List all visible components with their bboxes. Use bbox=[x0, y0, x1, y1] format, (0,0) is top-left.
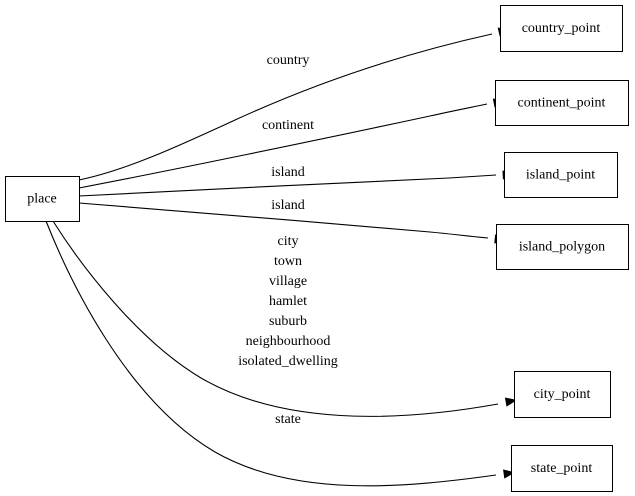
edge-labels-group: country continent island island city town vill… bbox=[238, 53, 338, 427]
edge-label-line: suburb bbox=[269, 314, 307, 329]
edge-label-place-to-island_polygon: island bbox=[271, 198, 304, 213]
edge-line bbox=[78, 103, 488, 189]
node-box[interactable] bbox=[503, 151, 619, 199]
node-box[interactable] bbox=[495, 223, 630, 271]
edge-place-to-city_point bbox=[52, 220, 518, 417]
edge-label-line: isolated_dwelling bbox=[238, 354, 338, 369]
node-box[interactable] bbox=[499, 4, 624, 53]
edge-label-line: island bbox=[271, 165, 304, 180]
edge-label-place-to-state_point: state bbox=[275, 412, 301, 427]
node-place[interactable]: place bbox=[4, 175, 81, 223]
edge-label-place-to-country_point: country bbox=[267, 53, 310, 68]
node-label: country_point bbox=[522, 21, 601, 36]
edge-label-line: island bbox=[271, 198, 304, 213]
edge-label-line: neighbourhood bbox=[246, 334, 331, 349]
edge-label-line: state bbox=[275, 412, 301, 427]
edge-label-line: city bbox=[278, 234, 299, 249]
edge-place-to-country_point bbox=[78, 27, 511, 181]
node-label: state_point bbox=[531, 461, 593, 476]
node-island_polygon[interactable]: island_polygon bbox=[495, 223, 630, 271]
node-box[interactable] bbox=[4, 175, 81, 223]
node-box[interactable] bbox=[513, 370, 612, 419]
node-label: island_point bbox=[526, 168, 595, 183]
edge-label-place-to-city_point: city town village hamlet suburb neighbourhood… bbox=[238, 234, 338, 369]
node-label: place bbox=[27, 192, 57, 207]
edge-label-line: hamlet bbox=[269, 294, 307, 309]
edge-line bbox=[45, 220, 497, 487]
node-label: island_polygon bbox=[519, 240, 605, 255]
edge-label-line: town bbox=[274, 254, 302, 269]
edge-label-line: village bbox=[269, 274, 307, 289]
node-country_point[interactable]: country_point bbox=[499, 4, 624, 53]
node-city_point[interactable]: city_point bbox=[513, 370, 612, 419]
node-box[interactable] bbox=[494, 79, 630, 127]
node-label: city_point bbox=[534, 387, 591, 402]
nodes-group: place country_point continent_point island_… bbox=[4, 4, 630, 493]
edge-line bbox=[78, 174, 497, 197]
node-box[interactable] bbox=[510, 444, 614, 493]
arrowhead-icon bbox=[504, 397, 518, 407]
edge-line bbox=[78, 202, 489, 239]
edge-label-place-to-continent_point: continent bbox=[262, 118, 314, 133]
edge-line bbox=[52, 220, 499, 417]
node-island_point[interactable]: island_point bbox=[503, 151, 619, 199]
node-state_point[interactable]: state_point bbox=[510, 444, 614, 493]
node-continent_point[interactable]: continent_point bbox=[494, 79, 630, 127]
edge-label-line: continent bbox=[262, 118, 314, 133]
edge-label-line: country bbox=[267, 53, 310, 68]
edge-label-place-to-island_point: island bbox=[271, 165, 304, 180]
edge-line bbox=[78, 33, 493, 181]
node-label: continent_point bbox=[518, 96, 606, 111]
